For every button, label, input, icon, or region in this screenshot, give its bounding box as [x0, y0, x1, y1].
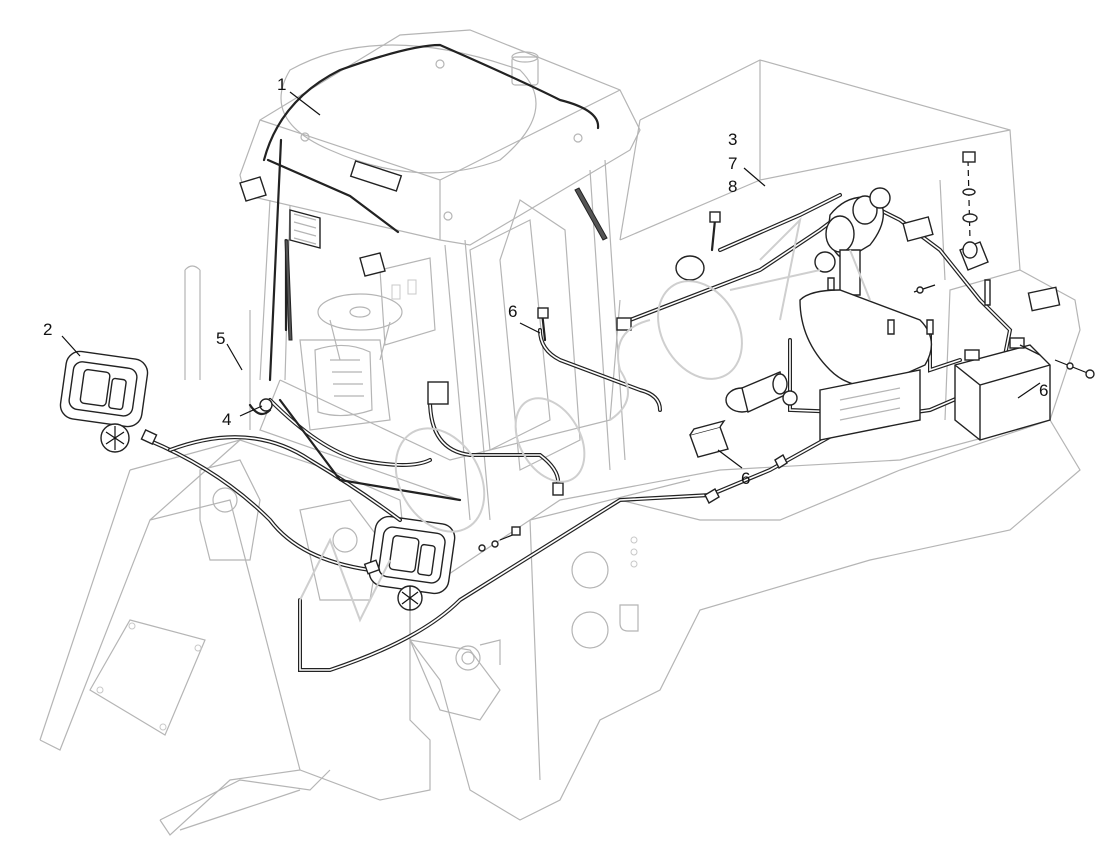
callout-7: 7 [728, 154, 738, 173]
leader-6a [519, 322, 541, 334]
front-lamp-right [368, 515, 456, 611]
leader-6b [1017, 382, 1041, 399]
engine-harness [537, 151, 1095, 441]
leader-7 [743, 167, 766, 187]
front-harness [140, 378, 1002, 672]
roof-harness [262, 43, 608, 382]
cab-outline [239, 29, 641, 521]
leader-4 [239, 405, 263, 417]
leader-2 [61, 335, 81, 357]
callout-1: 1 [277, 75, 287, 94]
callout-6-battery: 6 [1039, 381, 1049, 400]
callout-6-frame: 6 [741, 469, 751, 488]
leader-1 [289, 91, 321, 116]
leader-5 [226, 343, 243, 371]
front-lamp-left [59, 350, 149, 453]
callout-5: 5 [216, 329, 226, 348]
machine-outline [39, 59, 1081, 836]
leader-lines [61, 91, 1041, 469]
callout-4: 4 [222, 410, 232, 429]
leader-6c [717, 449, 743, 469]
callout-8: 8 [728, 177, 738, 196]
watermark [299, 216, 871, 623]
callout-3: 3 [728, 130, 738, 149]
callout-2: 2 [43, 320, 53, 339]
callout-6-cab: 6 [508, 302, 518, 321]
